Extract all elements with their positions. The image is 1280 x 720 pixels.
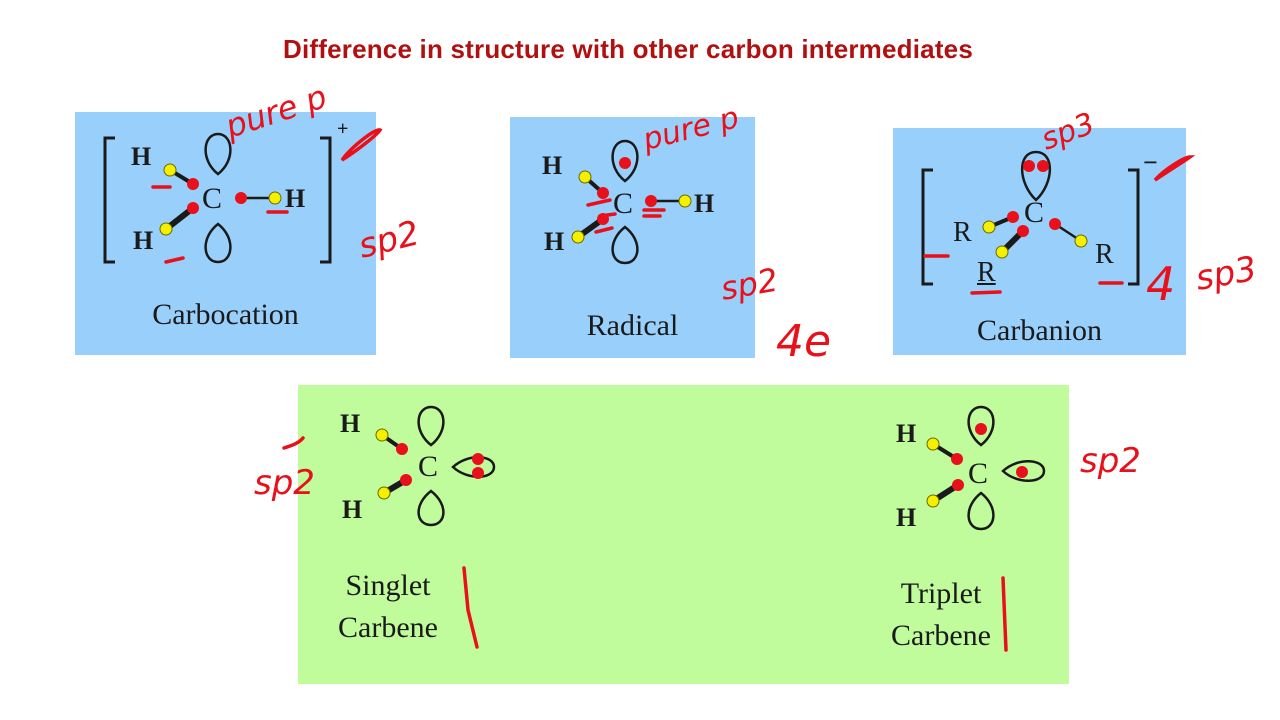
carbon-atom: C [418, 450, 439, 483]
carbon-atom: C [1024, 196, 1045, 229]
radical-label: Radical [586, 309, 679, 342]
carbanion-label: Carbanion [977, 314, 1102, 347]
h-atom: H [285, 184, 306, 213]
h-atom: H [694, 189, 715, 218]
carbocation-label: Carbocation [152, 298, 299, 331]
radical-electrons-note: 4e [776, 316, 831, 367]
h-atom: H [542, 151, 563, 180]
h-atom: H [342, 495, 363, 524]
h-atom: H [133, 226, 154, 255]
triplet-label-line2: Carbene [891, 619, 991, 652]
r-group: R [953, 217, 972, 248]
h-atom: H [131, 142, 152, 171]
r-group: R [977, 257, 996, 288]
triplet-hybrid-note: sp2 [1080, 441, 1141, 481]
h-atom: H [896, 419, 917, 448]
h-atom: H [896, 503, 917, 532]
carbanion-panel: C R R R − Carbanion [893, 128, 1186, 355]
carbon-atom: C [202, 182, 223, 215]
carbanion-structure-icon [921, 150, 1140, 286]
carbene-structures-icon [375, 405, 1046, 531]
radical-panel: H C H H Radical [510, 117, 755, 358]
singlet-label-line1: Singlet [345, 569, 431, 602]
carbon-atom: C [613, 187, 634, 220]
carbon-atom: C [968, 457, 989, 490]
singlet-label-line2: Carbene [338, 611, 438, 644]
positive-charge: + [337, 118, 349, 140]
negative-charge: − [1143, 148, 1158, 177]
page-title: Difference in structure with other carbo… [282, 34, 974, 64]
h-atom: H [340, 409, 361, 438]
carbocation-panel: H C H H + Carbocation [75, 112, 376, 355]
h-atom: H [544, 227, 565, 256]
carbenes-panel: H C H Singlet Carbene H C H Triplet Carb… [298, 385, 1069, 684]
r-group: R [1095, 239, 1114, 270]
triplet-label-line1: Triplet [900, 577, 982, 610]
carbanion-hybrid-note: sp3 [1193, 249, 1260, 299]
carbocation-structure-icon [103, 132, 332, 264]
